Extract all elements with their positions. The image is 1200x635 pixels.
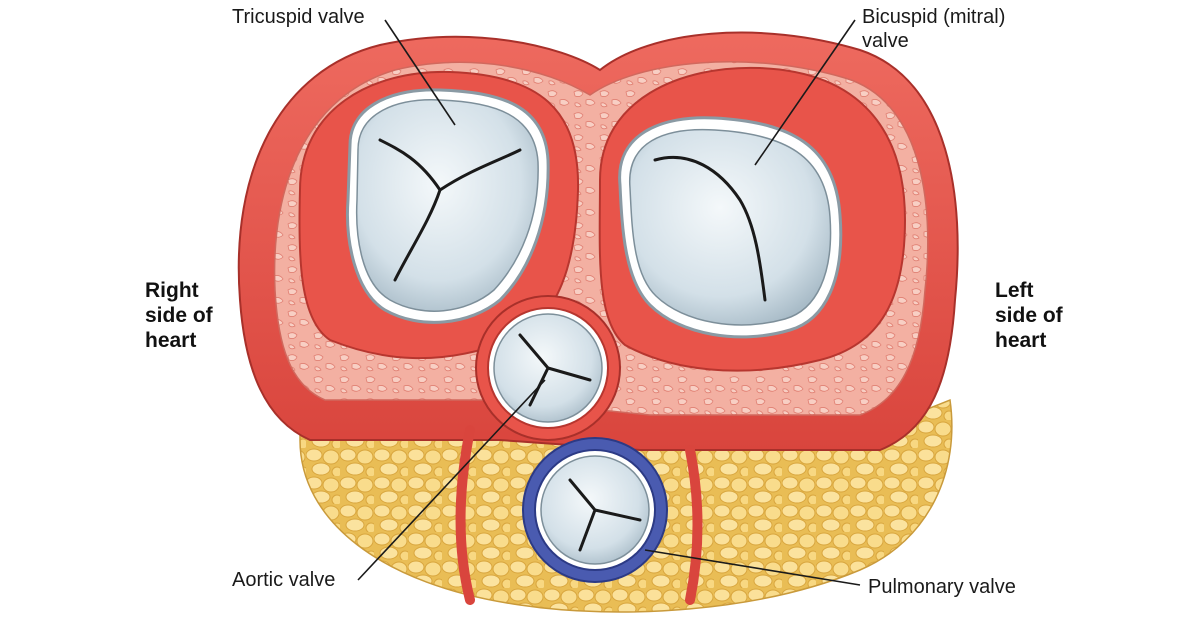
left-side-label-line1: Left — [995, 279, 1034, 302]
right-side-label: Right side of heart — [145, 278, 213, 353]
left-side-label-line3: heart — [995, 329, 1047, 352]
bicuspid-valve-label: Bicuspid (mitral) valve — [862, 5, 1005, 53]
aortic-valve-label: Aortic valve — [232, 569, 336, 591]
bicuspid-leader-line — [754, 19, 856, 166]
tricuspid-leader-line — [384, 19, 456, 126]
left-side-label-line2: side of — [995, 304, 1063, 327]
bicuspid-valve-label-line2: valve — [862, 30, 909, 52]
pulmonary-valve-label: Pulmonary valve — [868, 576, 1016, 598]
right-side-label-line2: side of — [145, 304, 213, 327]
bicuspid-valve-label-line1: Bicuspid (mitral) — [862, 6, 1006, 28]
coronary-artery-left — [455, 425, 475, 605]
right-side-label-line3: heart — [145, 329, 197, 352]
aortic-leader-line — [357, 379, 546, 581]
pulmonary-cusp-lines — [568, 478, 642, 552]
pulmonary-leader-line — [644, 549, 861, 586]
coronary-artery-right — [685, 445, 703, 605]
bicuspid-cusp-line — [653, 155, 767, 302]
right-side-label-line1: Right — [145, 279, 199, 302]
tricuspid-valve-label: Tricuspid valve — [232, 6, 365, 28]
tricuspid-cusp-lines — [378, 138, 522, 282]
left-side-label: Left side of heart — [995, 278, 1063, 353]
